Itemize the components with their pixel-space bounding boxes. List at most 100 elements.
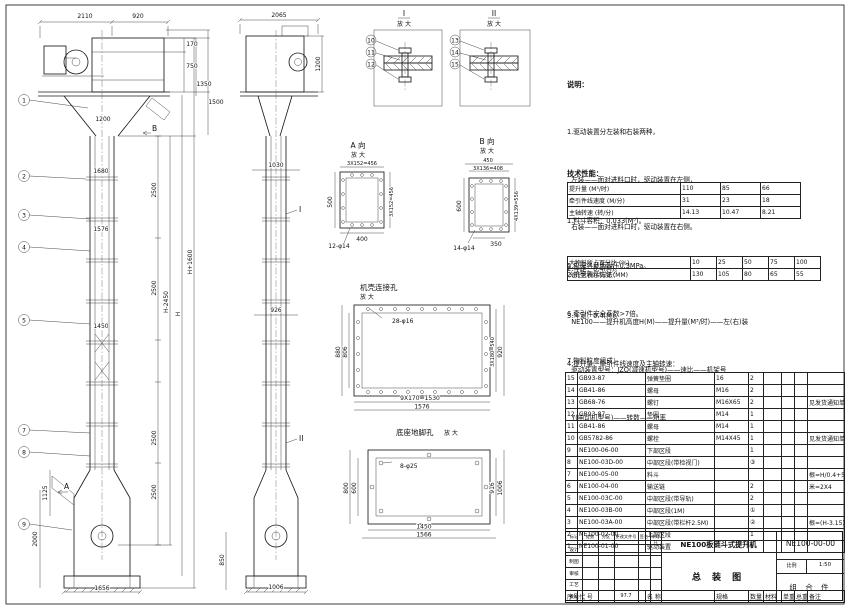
dim-label: 880 (335, 346, 342, 358)
table-cell (794, 420, 808, 433)
table-cell (714, 516, 749, 529)
front-view-callouts: 1 2 3 4 5 7 8 9 (18, 94, 91, 531)
table-cell: 1 (748, 420, 764, 433)
table-cell (714, 444, 749, 457)
dim-label: 1566 (416, 532, 431, 539)
dim-label: 600 (351, 482, 358, 494)
table-cell: GB41-86 (577, 384, 646, 397)
table-cell (714, 480, 749, 493)
table-cell (807, 408, 845, 421)
detail-title: II (492, 9, 496, 18)
table-cell: M16X65 (714, 396, 749, 409)
dim-label: 1576 (414, 404, 429, 411)
table-cell (714, 492, 749, 505)
revision-header: 处数 (585, 534, 595, 539)
scale-label: 比例 (786, 563, 797, 569)
table-cell: 12 (565, 408, 578, 421)
table-cell (794, 408, 808, 421)
hole-callout: 14-φ14 (453, 245, 475, 252)
table-cell: 5 (565, 492, 578, 505)
callout-balloon: 15 (451, 62, 459, 69)
signature-label: 审核 (569, 571, 579, 577)
sheet-frame (5, 4, 845, 605)
table-cell: 2 (748, 492, 764, 505)
table-cell: M16 (714, 384, 749, 397)
table-cell (781, 504, 795, 517)
table-cell (714, 456, 749, 469)
drawing-number: NE100-00-00 (785, 539, 836, 548)
table-cell: 1 (748, 540, 764, 553)
table-cell: 100 (794, 256, 821, 269)
table-cell (763, 396, 782, 409)
note-line: 右装——面对进料口时，驱动装置在右侧。 (567, 223, 697, 232)
table-cell: M14 (714, 420, 749, 433)
signature-label: 工艺 (569, 583, 579, 588)
table-cell: 13 (565, 396, 578, 409)
table-cell: 3 (565, 516, 578, 529)
detail-subtitle: 放 大 (360, 293, 374, 301)
table-cell: 料斗 (645, 468, 715, 481)
callout-balloon: 12 (367, 62, 375, 69)
detail-subtitle: 放 大 (487, 20, 501, 28)
table-cell: NE100-03C-00 (577, 492, 646, 505)
table-cell (763, 504, 782, 517)
dim-label: 1350 (196, 81, 211, 88)
note-line: 左装——面对进料口时，驱动装置在左侧， (567, 175, 697, 184)
table-cell: 11 (565, 420, 578, 433)
view-marker-b: B (152, 124, 157, 133)
table-cell: 2 (748, 384, 764, 397)
table-cell: NE100-05-00 (577, 468, 646, 481)
detail-subtitle: 放 大 (444, 429, 458, 437)
table-cell: NE100-03A-00 (577, 516, 646, 529)
table-cell (807, 492, 845, 505)
table-cell: 2 (748, 396, 764, 409)
callout-balloon: 14 (451, 50, 459, 57)
dim-label: 1656 (94, 585, 109, 592)
table-cell (794, 444, 808, 457)
table-cell: 1 (748, 432, 764, 445)
table-cell: 驱动装置 (645, 540, 715, 553)
detail-title: 底座地脚孔 (396, 427, 434, 437)
table-cell: GB68-76 (577, 396, 646, 409)
table-cell: 8 (565, 456, 578, 469)
table-cell: 9 (565, 444, 578, 457)
table-cell: 14 (565, 384, 578, 397)
table-cell (763, 468, 782, 481)
detail-a-view: A 向 放 大 500 3X152=456 3X152=456 400 12-φ… (326, 139, 396, 251)
callout-balloon: 11 (367, 50, 375, 57)
scale-value: 1:50 (818, 562, 832, 568)
table-cell (763, 384, 782, 397)
table-cell (763, 492, 782, 505)
callout-balloon: 3 (22, 213, 26, 220)
table-cell (763, 372, 782, 385)
table-cell (763, 516, 782, 529)
table-cell (807, 456, 845, 469)
dim-label: 1006 (497, 480, 504, 495)
front-elevation-view (38, 30, 171, 593)
table-cell: 中部区段(带导轨) (645, 492, 715, 505)
table-cell: NE100-06-00 (577, 444, 646, 457)
table-cell (794, 456, 808, 469)
side-view-dimensions: 2065 1200 1030 926 1006 I II (237, 11, 324, 595)
dim-label: 1450 (416, 524, 431, 531)
dim-label: 1006 (268, 584, 283, 591)
table-cell: NE100-03D-00 (577, 456, 646, 469)
table-cell (781, 396, 795, 409)
dim-label: 920 (497, 346, 504, 358)
table-cell (748, 468, 764, 481)
table-cell: GB93-87 (577, 408, 646, 421)
table-cell (763, 408, 782, 421)
table-cell: GB93-87 (577, 372, 646, 385)
tech-line: 4.提升量、牵引件线速度及主轴转速： (567, 359, 679, 368)
notes-title: 说明： (567, 80, 589, 89)
table-cell: 垫圈 (645, 408, 715, 421)
table-cell: 105 (716, 268, 743, 281)
hole-callout: 12-φ14 (328, 243, 350, 250)
